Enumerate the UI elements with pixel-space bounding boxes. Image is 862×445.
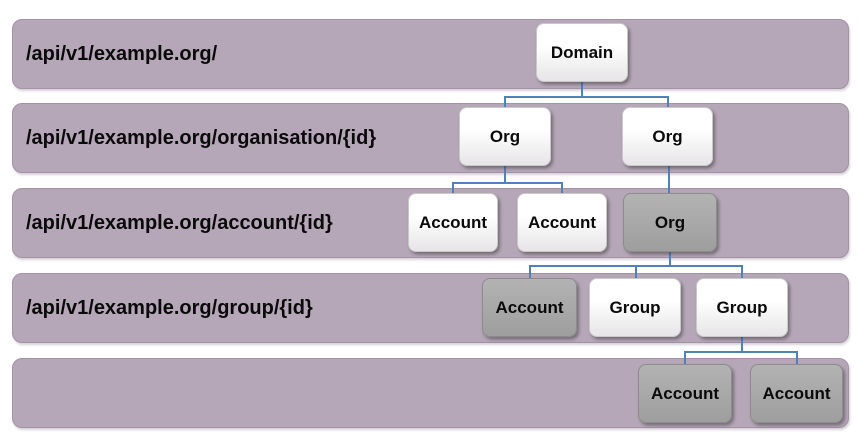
node-account-nested-1: Account xyxy=(638,364,732,423)
node-org-left: Org xyxy=(459,107,551,166)
node-group-2: Group xyxy=(696,278,788,337)
node-account-nested: Account xyxy=(482,278,577,337)
api-path-label: /api/v1/example.org/ xyxy=(26,42,218,65)
url-band-domain: /api/v1/example.org/ xyxy=(12,19,849,89)
url-band-organisation: /api/v1/example.org/organisation/{id} xyxy=(12,103,849,173)
node-org-nested: Org xyxy=(623,193,717,252)
api-path-label: /api/v1/example.org/organisation/{id} xyxy=(26,126,377,149)
node-org-right: Org xyxy=(622,107,713,166)
node-account-nested-2: Account xyxy=(750,364,843,423)
node-domain: Domain xyxy=(536,23,628,82)
node-account-2: Account xyxy=(517,193,607,252)
api-path-label: /api/v1/example.org/account/{id} xyxy=(26,211,333,234)
node-account-1: Account xyxy=(408,193,498,252)
api-path-label: /api/v1/example.org/group/{id} xyxy=(26,296,313,319)
node-group-1: Group xyxy=(589,278,681,337)
